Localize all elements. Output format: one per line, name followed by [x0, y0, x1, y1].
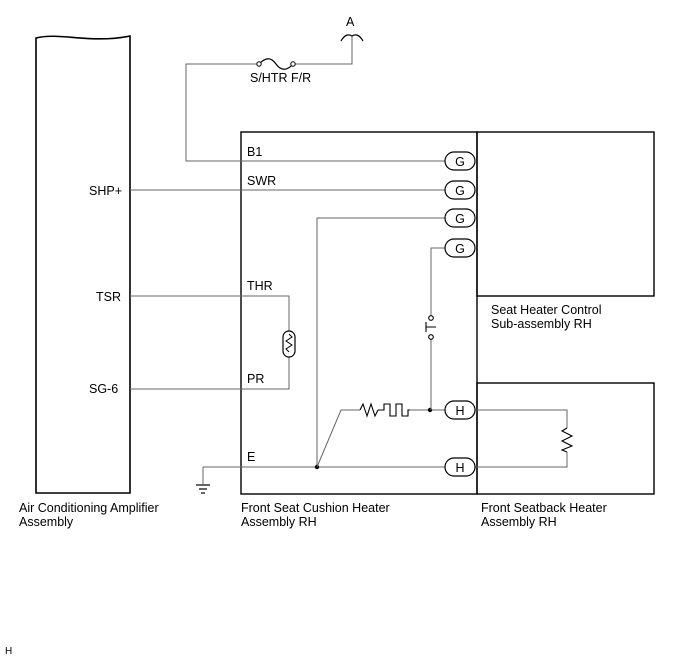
amplifier-label: Air Conditioning Amplifier — [19, 501, 159, 515]
g3-wire — [316, 217, 445, 467]
heater-control-label: Seat Heater Control — [491, 303, 601, 317]
connector-h-2: H — [444, 457, 476, 477]
ground-icon — [196, 484, 210, 494]
thermostat-switch-icon — [425, 315, 436, 340]
connector-g-2: G — [444, 180, 476, 200]
terminal-pr-label: PR — [247, 372, 264, 386]
seatback-heater-label: Front Seatback Heater — [481, 501, 607, 515]
terminal-shp-label: SHP+ — [89, 184, 122, 198]
terminal-swr-label: SWR — [247, 174, 276, 188]
terminal-thr-label: THR — [247, 279, 273, 293]
terminal-a-label: A — [346, 15, 355, 29]
resistor-icon — [359, 402, 379, 418]
heater-branch-wire — [316, 409, 445, 468]
thermistor-icon — [282, 330, 296, 358]
cushion-heater-label: Front Seat Cushion Heater — [241, 501, 390, 515]
seatback-resistor-icon — [560, 427, 574, 453]
seatback-heater-label: Assembly RH — [481, 515, 557, 529]
svg-text:G: G — [455, 212, 465, 226]
heater-control-label: Sub-assembly RH — [491, 317, 592, 331]
svg-text:G: G — [455, 155, 465, 169]
terminal-e-label: E — [247, 450, 255, 464]
terminal-sg6-label: SG-6 — [89, 382, 118, 396]
footer-code: H — [5, 646, 12, 657]
cushion-heater-box — [240, 131, 478, 495]
switch-wire — [430, 247, 445, 410]
terminal-tsr-label: TSR — [96, 290, 121, 304]
thermistor-circuit — [130, 295, 290, 390]
connector-g-1: G — [444, 151, 476, 171]
power-wire — [185, 36, 445, 162]
fuse-icon — [258, 58, 294, 70]
junction-dot — [427, 407, 433, 413]
fuse-label: S/HTR F/R — [250, 71, 311, 85]
seatback-heater-wire — [475, 409, 568, 468]
connection-arrow-icon — [340, 34, 364, 42]
terminal-b1-label: B1 — [247, 145, 262, 159]
amplifier-body — [35, 35, 131, 494]
svg-text:H: H — [455, 404, 464, 418]
ptc-heater-icon — [378, 403, 410, 417]
svg-text:G: G — [455, 184, 465, 198]
connector-g-3: G — [444, 208, 476, 228]
seatback-heater-box — [476, 382, 655, 495]
amplifier-label: Assembly — [19, 515, 74, 529]
heater-control-box — [476, 131, 655, 297]
ground-wire — [202, 466, 445, 484]
cushion-heater-label: Assembly RH — [241, 515, 317, 529]
svg-text:H: H — [455, 461, 464, 475]
connector-g-4: G — [444, 238, 476, 258]
connector-h-1: H — [444, 400, 476, 420]
svg-text:G: G — [455, 242, 465, 256]
